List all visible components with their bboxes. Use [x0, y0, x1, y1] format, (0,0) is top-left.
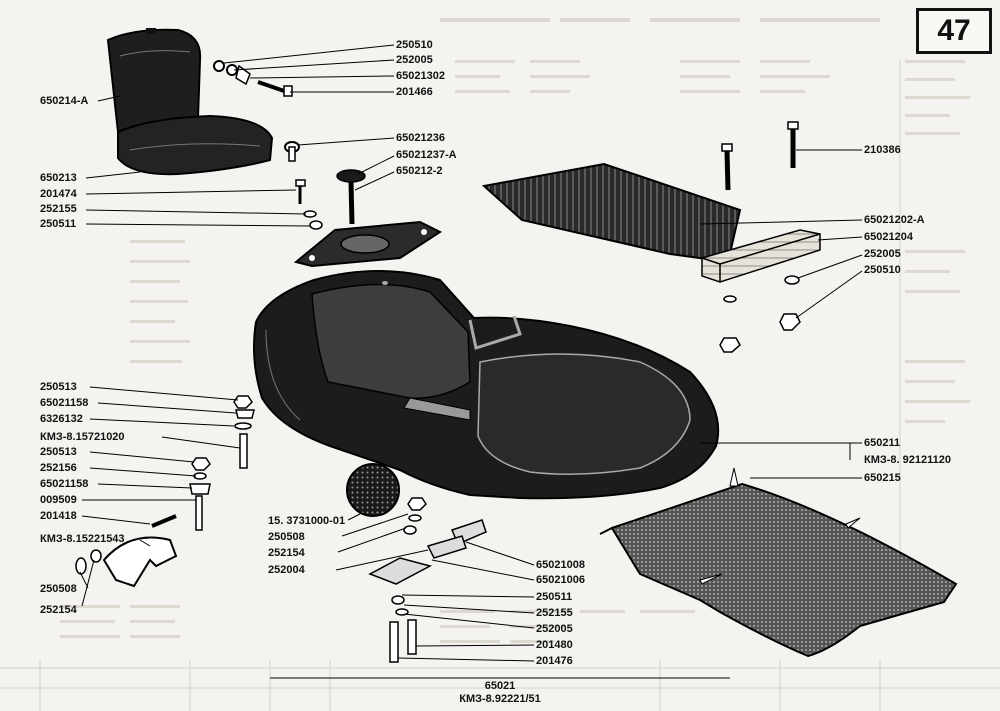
ribbed-mat — [481, 162, 742, 264]
callout-201476: 201476 — [536, 655, 573, 667]
grille-disc — [346, 463, 400, 517]
callout-650212-2: 650212-2 — [396, 165, 443, 177]
callout-6326132: 6326132 — [40, 413, 83, 425]
callout-252005: 252005 — [396, 54, 433, 66]
callout-252155-b: 252155 — [536, 607, 573, 619]
callout-15-3731000-01: 15. 3731000-01 — [268, 515, 346, 527]
callout-250513-b: 250513 — [40, 446, 77, 458]
callout-65021158: 65021158 — [40, 397, 89, 409]
callout-km3-15721020: КМЗ-8.15721020 — [40, 431, 125, 443]
steering-mount — [293, 169, 443, 268]
callout-252154: 252154 — [40, 604, 77, 616]
assembly-number: 65021 — [484, 680, 516, 692]
right-nuts — [719, 275, 801, 353]
callout-250508-b: 250508 — [268, 531, 305, 543]
callout-250511: 250511 — [40, 218, 77, 230]
callout-250508: 250508 — [40, 583, 77, 595]
callout-km3-15221543: КМЗ-8.15221543 — [40, 533, 125, 545]
long-bolts — [721, 121, 799, 191]
callout-65021237-a: 65021237-А — [396, 149, 457, 161]
callout-65021202-a: 65021202-А — [864, 214, 925, 226]
bottom-hardware — [368, 497, 487, 663]
leader-lines — [79, 44, 863, 662]
callout-252004: 252004 — [268, 564, 305, 576]
callout-201418: 201418 — [40, 510, 77, 522]
callout-009509: 009509 — [40, 494, 77, 506]
callout-65021158-b: 65021158 — [40, 478, 89, 490]
callout-201480: 201480 — [536, 639, 573, 651]
callout-252156: 252156 — [40, 462, 77, 474]
callout-252005-b: 252005 — [536, 623, 573, 635]
left-hardware — [75, 395, 255, 588]
callout-250513: 250513 — [40, 381, 77, 393]
callout-65021006: 65021006 — [536, 574, 585, 586]
page-number: 47 — [916, 8, 992, 54]
callout-65021008: 65021008 — [536, 559, 585, 571]
sidecar-body — [253, 270, 720, 500]
callout-252005-right: 252005 — [864, 248, 901, 260]
callout-650213: 650213 — [40, 172, 77, 184]
callout-650215: 650215 — [864, 472, 901, 484]
seat-fasteners — [213, 60, 300, 162]
callout-250511-b: 250511 — [536, 591, 573, 603]
callout-210386: 210386 — [864, 144, 901, 156]
wood-block — [701, 229, 821, 283]
callout-201474: 201474 — [40, 188, 77, 200]
drawing-number: КМЗ-8.92221/51 — [459, 693, 541, 705]
callout-650211: 650211 — [864, 437, 901, 449]
callout-250510: 250510 — [396, 39, 433, 51]
callout-km3-92121120: КМЗ-8. 92121120 — [864, 454, 951, 466]
bolt-stack-left — [295, 179, 323, 230]
seat — [106, 28, 274, 176]
callout-252154-b: 252154 — [268, 547, 305, 559]
callout-250510-right: 250510 — [864, 264, 901, 276]
callout-65021236: 65021236 — [396, 132, 445, 144]
callout-650214-a: 650214-А — [40, 95, 89, 107]
callout-65021302: 65021302 — [396, 70, 445, 82]
callout-201466: 201466 — [396, 86, 433, 98]
callout-252155: 252155 — [40, 203, 77, 215]
floor-pan — [599, 467, 958, 658]
callout-65021204: 65021204 — [864, 231, 913, 243]
